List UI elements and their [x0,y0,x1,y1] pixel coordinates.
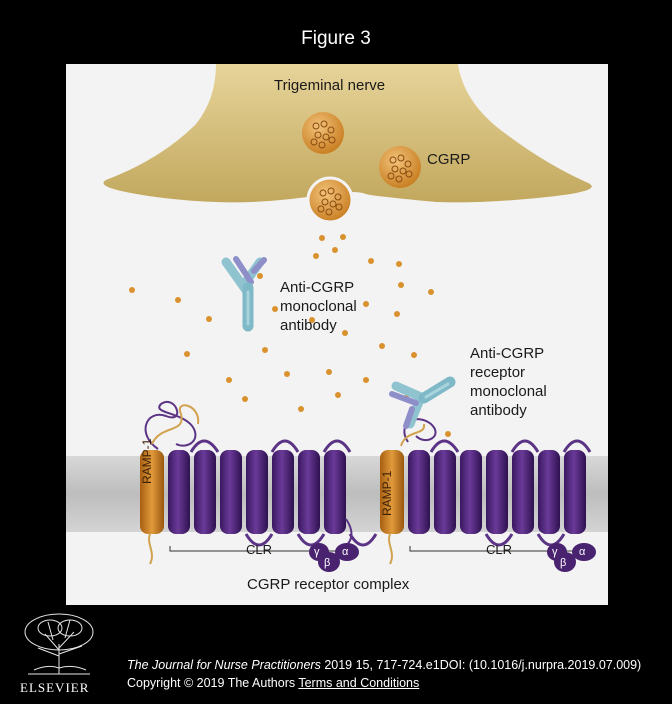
trigeminal-nerve-terminal [103,64,592,203]
citation: The Journal for Nurse Practitioners 2019… [127,658,641,672]
cgrp-molecules [129,234,451,437]
gamma-label-right: γ [552,546,558,558]
elsevier-tree-logo-icon [20,610,98,676]
figure-footer: ELSEVIER The Journal for Nurse Practitio… [0,610,672,704]
terms-and-conditions-link[interactable]: Terms and Conditions [298,676,420,690]
receptor-complex-label: CGRP receptor complex [247,576,410,593]
cgrp-receptor-left [140,401,378,572]
copyright: Copyright © 2019 The Authors Terms and C… [127,676,419,690]
elsevier-logo-text: ELSEVIER [20,680,90,695]
diagram-drawing [66,64,608,572]
anti-cgrp-receptor-antibody-label: Anti-CGRP receptor monoclonal antibody [470,344,547,420]
anti-cgrp-antibody-line-1: Anti-CGRP [280,279,355,296]
anti-receptor-antibody-line-4: antibody [470,402,527,419]
gamma-label-left: γ [314,546,320,558]
copyright-text: Copyright © 2019 The Authors [127,676,299,690]
clr-label-right: CLR [486,542,513,557]
anti-receptor-antibody-line-2: receptor [470,364,526,381]
anti-cgrp-receptor-antibody-icon [389,376,456,429]
figure-title: Figure 3 [301,28,371,49]
anti-receptor-antibody-line-1: Anti-CGRP [470,345,545,362]
cgrp-receptor-right [380,418,596,572]
alpha-label-right: α [579,546,586,558]
clr-label-left: CLR [246,542,273,557]
trigeminal-nerve-label: Trigeminal nerve [274,77,386,94]
anti-cgrp-antibody-label: Anti-CGRP monoclonal antibody [280,278,357,335]
anti-receptor-antibody-line-3: monoclonal [470,383,547,400]
journal-name: The Journal for Nurse Practitioners [127,658,321,672]
beta-label-left: β [324,557,331,569]
anti-cgrp-antibody-icon [221,256,267,332]
alpha-label-left: α [342,546,349,558]
citation-details: 2019 15, 717-724.e1DOI: (10.1016/j.nurpr… [320,658,642,672]
anti-cgrp-antibody-line-2: monoclonal [280,298,357,315]
cgrp-vesicle [379,146,421,188]
cgrp-vesicle-releasing [306,176,354,224]
anti-cgrp-antibody-line-3: antibody [280,317,337,334]
ramp1-label-left: RAMP-1 [140,438,154,484]
diagram-panel: Trigeminal nerve CGRP Anti-CGRP monoclon… [66,64,608,605]
beta-label-right: β [560,557,567,569]
ramp1-label-right: RAMP-1 [380,470,394,516]
cgrp-vesicle [302,112,344,154]
cgrp-label: CGRP [427,151,471,168]
